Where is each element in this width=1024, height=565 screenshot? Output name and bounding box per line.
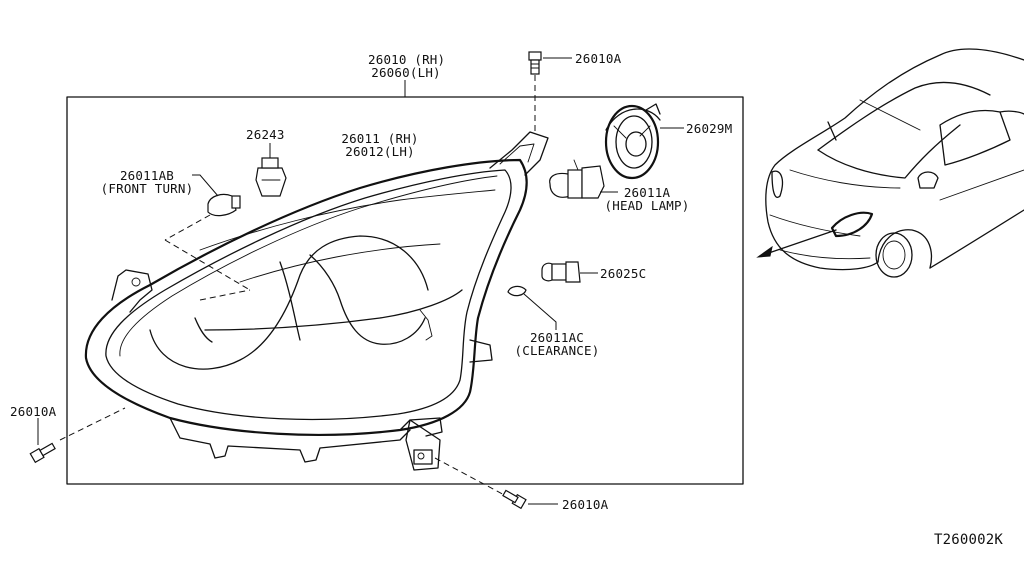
front-turn-desc-label: (FRONT TURN): [100, 181, 194, 196]
clearance-part-label: 26011AC: [529, 330, 585, 345]
screw-bottom-icon: [502, 489, 527, 510]
front-turn-part-label: 26011AB: [119, 168, 175, 183]
diagram-code-label: T260002K: [934, 532, 1004, 548]
clearance-bulb-icon: [507, 285, 527, 297]
socket-icon: [255, 157, 287, 197]
assembly-lh-label: 26060(LH): [371, 65, 441, 80]
bulb-cover-label: 26029M: [686, 121, 733, 136]
front-turn-bulb-icon: [207, 193, 241, 217]
clearance-desc-label: (CLEARANCE): [514, 343, 600, 358]
assembly-rh-label: 26010 (RH): [368, 52, 446, 67]
housing-lh-label: 26012(LH): [345, 144, 415, 159]
socket-label: 26243: [246, 127, 285, 142]
headlamp-housing: [84, 131, 549, 471]
head-lamp-part-label: 26011A: [623, 185, 671, 200]
vehicle-location-illustration: [756, 48, 1024, 278]
head-lamp-bulb-icon: [549, 159, 605, 199]
screw-top-icon: [528, 51, 542, 75]
screw-top-label: 26010A: [575, 51, 622, 66]
clearance-socket-label: 26025C: [600, 266, 647, 281]
housing-rh-label: 26011 (RH): [341, 131, 419, 146]
screw-bottom-label: 26010A: [562, 497, 609, 512]
clearance-socket-icon: [541, 261, 581, 283]
screw-left-label: 26010A: [10, 404, 57, 419]
head-lamp-desc-label: (HEAD LAMP): [604, 198, 690, 213]
bulb-cover-icon: [604, 103, 661, 180]
screw-left-icon: [29, 442, 56, 464]
